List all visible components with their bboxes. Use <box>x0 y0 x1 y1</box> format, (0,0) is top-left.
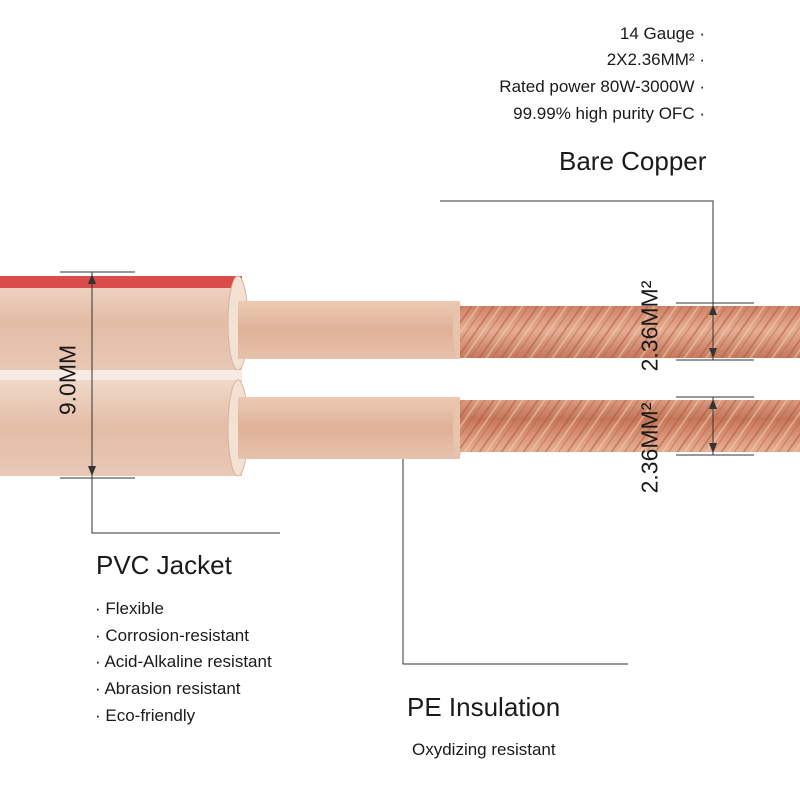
top-jacket <box>0 276 242 370</box>
bottom-conductor-size-label: 2.36MM² <box>636 402 663 494</box>
red-polarity-stripe <box>0 276 242 288</box>
bottom-copper-arrow-up <box>709 399 717 409</box>
spec-gauge: 14 Gauge · <box>619 24 705 43</box>
spec-purity: 99.99% high purity OFC · <box>513 104 705 123</box>
pvc-feature-acid: · Acid-Alkaline resistant <box>95 652 272 671</box>
pe-insulation-leader <box>402 459 628 665</box>
spec-power: Rated power 80W-3000W · <box>499 77 705 96</box>
top-copper-arrow-down <box>709 348 717 358</box>
jacket-dim-arrow-top <box>88 274 96 284</box>
top-copper-arrow-up <box>709 305 717 315</box>
top-inner-insulation <box>238 301 460 359</box>
pe-insulation-feature: Oxydizing resistant <box>412 740 556 759</box>
top-bare-copper <box>460 306 800 358</box>
pvc-feature-abrasion: · Abrasion resistant <box>95 679 241 698</box>
bottom-conductor <box>0 370 800 477</box>
jacket-diameter-label: 9.0MM <box>54 344 81 416</box>
bottom-inner-insulation <box>238 397 460 459</box>
pvc-feature-corrosion: · Corrosion-resistant <box>95 626 249 645</box>
bottom-bare-copper <box>460 400 800 452</box>
top-conductor-size-label: 2.36MM² <box>636 280 663 372</box>
bottom-copper-arrow-down <box>709 443 717 453</box>
bottom-jacket <box>0 380 242 476</box>
bare-copper-leader <box>440 200 714 303</box>
pvc-feature-flexible: · Flexible <box>95 599 164 618</box>
pvc-jacket-title: PVC Jacket <box>96 550 232 580</box>
spec-size: 2X2.36MM² · <box>606 50 705 69</box>
pe-insulation-title: PE Insulation <box>407 692 561 722</box>
pvc-feature-eco: · Eco-friendly <box>95 706 196 725</box>
bottom-jacket-gap <box>0 370 242 380</box>
top-conductor <box>0 275 800 371</box>
jacket-dim-arrow-bottom <box>88 466 96 476</box>
bare-copper-title: Bare Copper <box>559 146 707 176</box>
pvc-jacket-leader <box>91 478 280 534</box>
